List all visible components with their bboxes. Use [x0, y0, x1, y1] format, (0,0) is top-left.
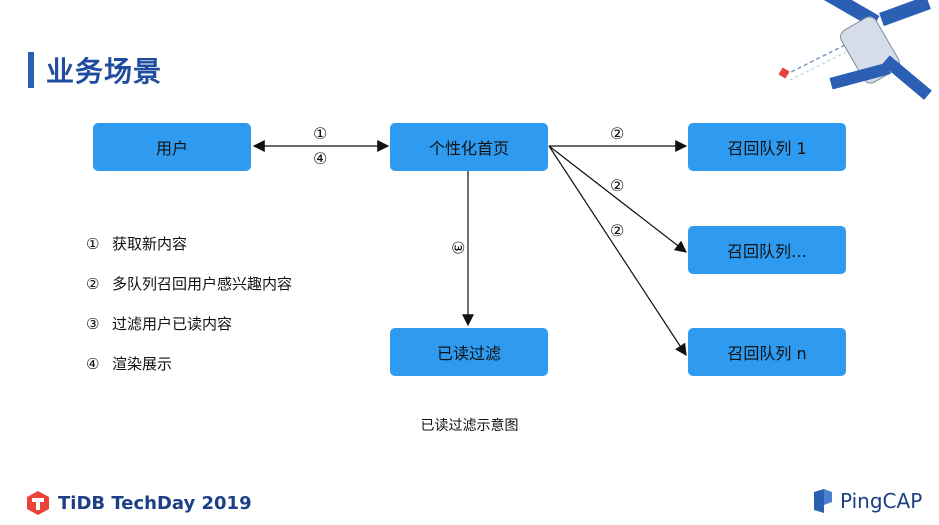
legend-text: 渲染展示 [112, 355, 173, 373]
node-recall-queue-1: 召回队列 1 [688, 123, 846, 171]
legend-item-4: ④ 渲染展示 [86, 353, 172, 374]
node-personalized-home: 个性化首页 [390, 123, 548, 171]
legend-text: 过滤用户已读内容 [112, 315, 233, 333]
legend-item-1: ① 获取新内容 [86, 233, 187, 254]
title-accent-bar [28, 52, 34, 88]
legend-item-3: ③ 过滤用户已读内容 [86, 313, 232, 334]
node-user: 用户 [93, 123, 251, 171]
edge-label-2b: ② [610, 176, 625, 195]
edge-label-3: ③ [448, 240, 468, 255]
legend-number: ④ [86, 355, 100, 373]
satellite-icon [778, 0, 932, 100]
edge-home-recalln [548, 145, 687, 357]
edge-label-4: ④ [313, 149, 328, 168]
node-read-filter: 已读过滤 [390, 328, 548, 376]
legend-text: 获取新内容 [112, 235, 188, 253]
footer-left: TiDB TechDay 2019 [26, 490, 252, 516]
legend-item-2: ② 多队列召回用户感兴趣内容 [86, 273, 292, 294]
legend-number: ① [86, 235, 100, 253]
footer-right: PingCAP [812, 488, 922, 514]
legend-text: 多队列召回用户感兴趣内容 [112, 275, 293, 293]
footer-left-brand: TiDB TechDay 2019 [58, 492, 252, 514]
pingcap-logo-icon [814, 489, 832, 513]
legend-number: ② [86, 275, 100, 293]
edge-home-recall2 [548, 145, 687, 253]
footer-right-brand: PingCAP [840, 489, 923, 513]
edge-label-1: ① [313, 124, 328, 143]
edge-label-2c: ② [610, 221, 625, 240]
diagram-caption: 已读过滤示意图 [420, 418, 519, 434]
tidb-logo-icon [27, 491, 49, 515]
edge-label-2a: ② [610, 124, 625, 143]
legend-number: ③ [86, 315, 100, 333]
node-recall-queue-n: 召回队列 n [688, 328, 846, 376]
page-title: 业务场景 [46, 55, 163, 88]
node-recall-queue-etc: 召回队列… [688, 226, 846, 274]
